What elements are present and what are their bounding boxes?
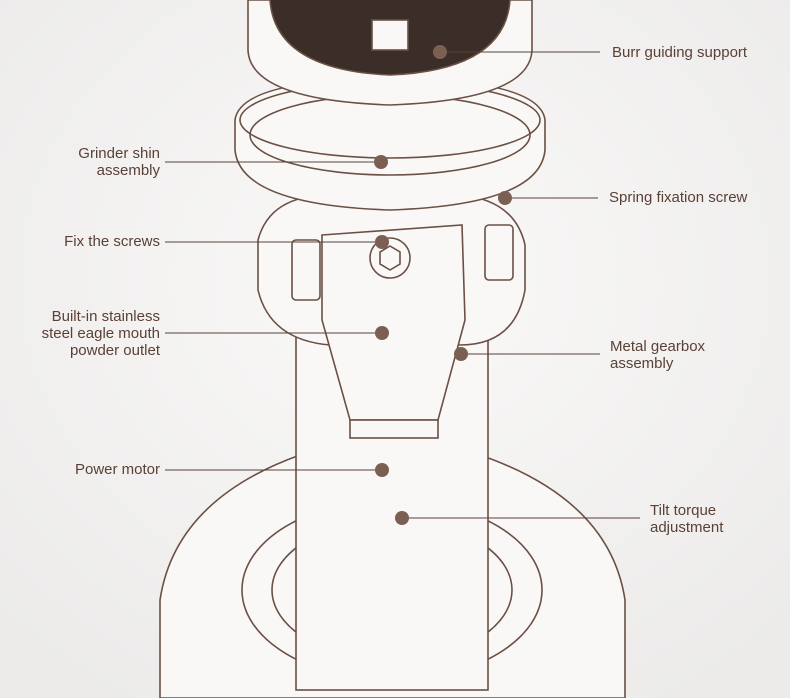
label-line: Grinder shin [78, 145, 160, 162]
label-power-motor: Power motor [74, 461, 160, 478]
label-line: assembly [610, 355, 674, 372]
label-line: powder outlet [69, 342, 160, 359]
callout-dot-outlet [375, 326, 389, 340]
label-spring-fixation-screw: Spring fixation screw [609, 189, 748, 206]
label-fix-screws: Fix the screws [64, 233, 160, 250]
label-line: Metal gearbox [610, 338, 706, 355]
callout-dot-tilt [395, 511, 409, 525]
leader-lines [165, 51, 640, 519]
callout-dot-spring [498, 191, 512, 205]
callout-dot-fix [375, 235, 389, 249]
label-burr-guiding-support: Burr guiding support [612, 44, 748, 61]
label-line: Tilt torque [650, 502, 717, 519]
callout-dot-motor [375, 463, 389, 477]
springs [291, 224, 514, 301]
callout-dot-burr [433, 45, 447, 59]
callout-dot-gearbox [454, 347, 468, 361]
label-metal-gearbox: Metal gearbox assembly [610, 338, 705, 372]
label-line: assembly [96, 162, 160, 179]
label-line: Built-in stainless [51, 308, 160, 325]
label-powder-outlet: Built-in stainless steel eagle mouth pow… [42, 308, 160, 359]
callout-dot-shin [374, 155, 388, 169]
label-grinder-shin: Grinder shin assembly [78, 145, 160, 179]
label-line: steel eagle mouth [41, 325, 160, 342]
label-tilt-torque: Tilt torque adjustment [650, 502, 723, 536]
label-line: adjustment [650, 519, 724, 536]
